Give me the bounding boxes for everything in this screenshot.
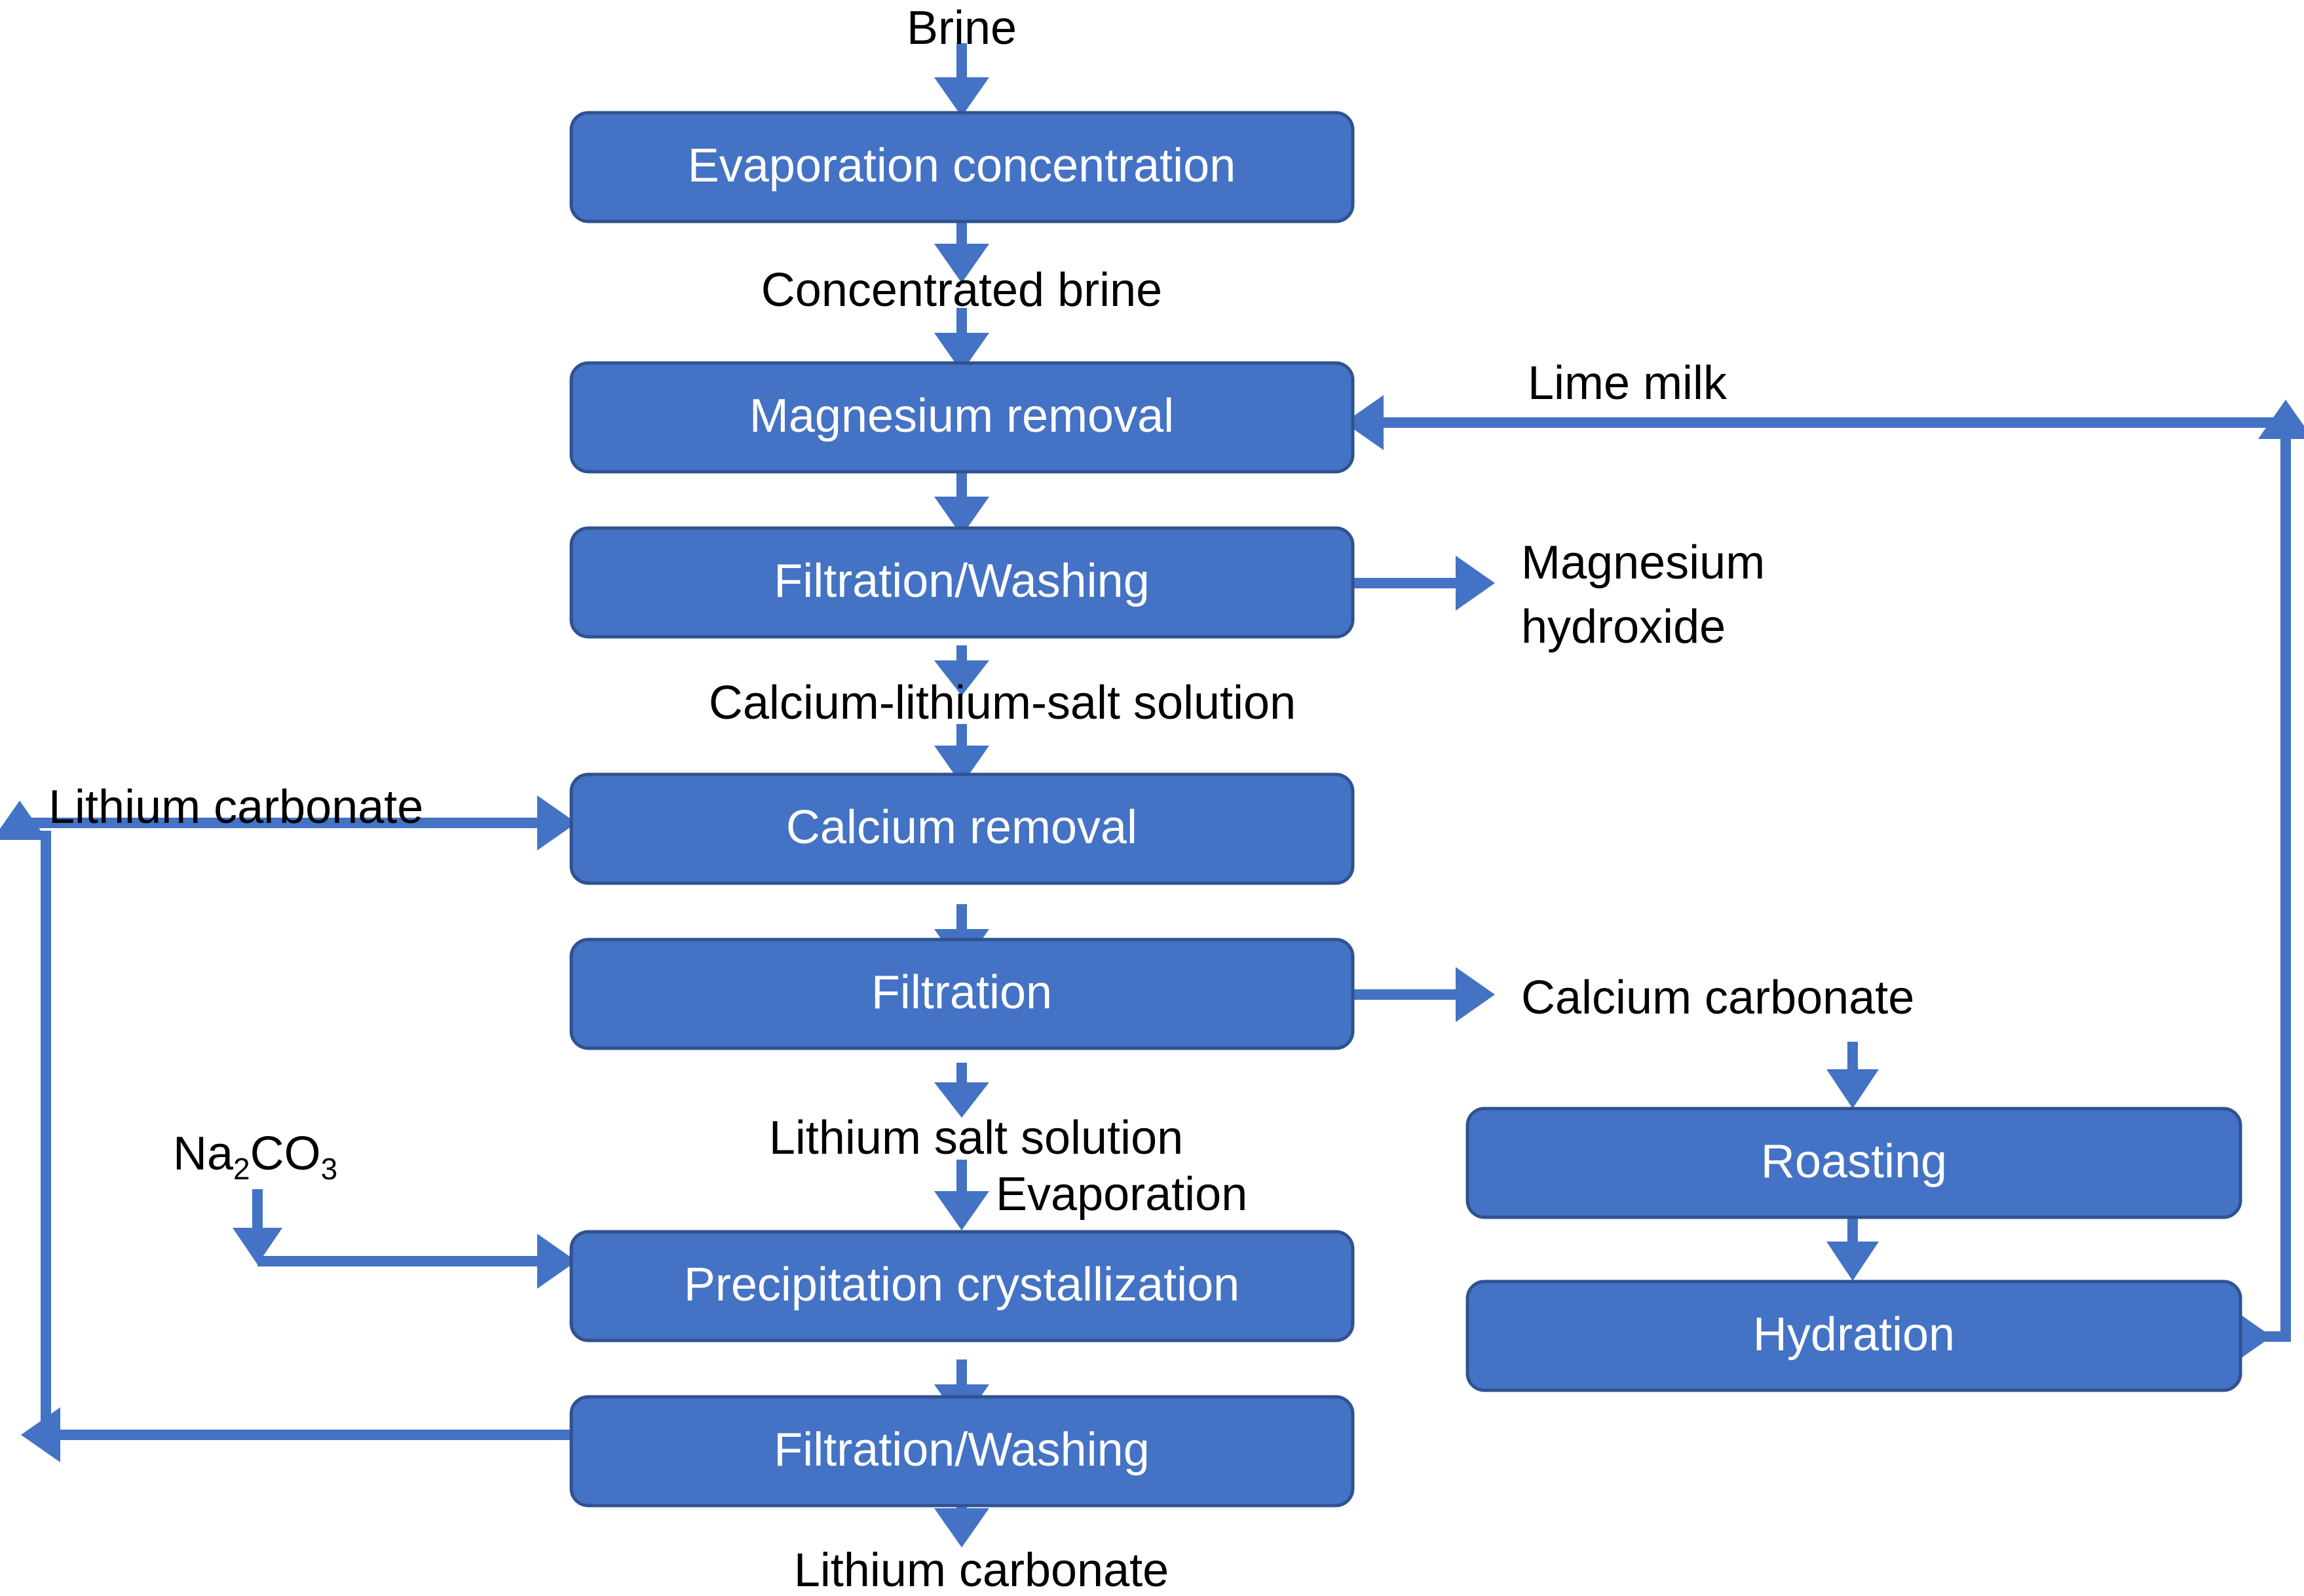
process-box-evaporation-concentration[interactable]: Evaporation concentration: [569, 111, 1355, 223]
box-label-filtration-washing-1: Filtration/Washing: [774, 555, 1150, 607]
stream-label-brine: Brine: [907, 2, 1017, 54]
stream-label-lime-milk: Lime milk: [1528, 357, 1728, 409]
formula-na: Na: [173, 1128, 234, 1180]
box-label-roasting: Roasting: [1761, 1135, 1947, 1188]
connector-brine-to-evaporation: [934, 43, 989, 117]
connector-filtration1-to-magnesium-hydroxide: [1353, 556, 1495, 611]
process-box-filtration[interactable]: Filtration: [569, 938, 1355, 1050]
box-shape-hydration: [1465, 1280, 2242, 1392]
stream-label-lithium-carbonate-product: Lithium carbonate: [794, 1544, 1169, 1596]
formula-sub-3: 3: [321, 1152, 338, 1186]
connector-filtration1-to-calcium-removal: [934, 645, 989, 785]
stream-label-calcium-carbonate: Calcium carbonate: [1521, 972, 1914, 1024]
process-box-magnesium-removal[interactable]: Magnesium removal: [569, 361, 1355, 474]
stream-label-lithium-salt-solution: Lithium salt solution: [769, 1112, 1183, 1164]
svg-text:Na2CO3: Na2CO3: [173, 1128, 337, 1186]
box-label-calcium-removal: Calcium removal: [786, 801, 1137, 854]
process-box-calcium-removal[interactable]: Calcium removal: [569, 772, 1355, 885]
formula-co: CO: [250, 1128, 321, 1180]
connector-filtration-to-precipitation: [934, 1063, 989, 1230]
process-box-filtration-washing-2[interactable]: Filtration/Washing: [569, 1395, 1355, 1508]
box-shape-filtration-washing-2: [569, 1395, 1355, 1508]
connector-filtration2-to-calcium-removal-recycle: [0, 795, 576, 1462]
connector-magnesium-to-filtration1: [934, 472, 989, 536]
process-box-hydration[interactable]: Hydration: [1465, 1280, 2242, 1392]
process-box-precipitation-crystallization[interactable]: Precipitation crystallization: [569, 1230, 1355, 1342]
process-box-filtration-washing-1[interactable]: Filtration/Washing: [569, 526, 1355, 639]
process-box-roasting[interactable]: Roasting: [1465, 1107, 2242, 1219]
connector-evaporation-to-magnesium: [934, 221, 989, 372]
connector-hydration-to-magnesium-removal-lime-milk: [1344, 395, 2304, 1364]
box-shape-filtration-washing-1: [569, 526, 1355, 639]
reagent-label-sodium-carbonate: Na2CO3: [173, 1128, 337, 1186]
box-shape-calcium-removal: [569, 772, 1355, 885]
stream-label-calcium-lithium-salt-solution: Calcium-lithium-salt solution: [709, 677, 1296, 729]
box-label-evaporation-concentration: Evaporation concentration: [688, 140, 1236, 192]
box-shape-filtration: [569, 938, 1355, 1050]
box-label-magnesium-removal: Magnesium removal: [749, 390, 1174, 442]
box-label-filtration-washing-2: Filtration/Washing: [774, 1424, 1150, 1476]
box-shape-roasting: [1465, 1107, 2242, 1219]
stream-label-evaporation: Evaporation: [996, 1168, 1247, 1221]
stream-label-magnesium-hydroxide-line2: hydroxide: [1521, 601, 1726, 653]
stream-label-magnesium-hydroxide-line1: Magnesium: [1521, 537, 1765, 589]
formula-sub-2: 2: [233, 1152, 250, 1186]
box-shape-evaporation-concentration: [569, 111, 1355, 223]
box-label-filtration: Filtration: [871, 966, 1052, 1019]
stream-label-lithium-carbonate-recycle: Lithium carbonate: [48, 781, 423, 833]
connector-filtration-to-calcium-carbonate: [1353, 967, 1495, 1022]
stream-label-concentrated-brine: Concentrated brine: [761, 264, 1162, 316]
box-label-hydration: Hydration: [1753, 1308, 1955, 1361]
connector-sodium-carbonate-to-precipitation: [233, 1189, 576, 1289]
connector-calcium-carbonate-to-roasting: [1826, 1042, 1879, 1109]
connector-roasting-to-hydration: [1826, 1215, 1879, 1281]
box-shape-magnesium-removal: [569, 361, 1355, 474]
box-shape-precipitation-crystallization: [569, 1230, 1355, 1342]
box-label-precipitation-crystallization: Precipitation crystallization: [684, 1259, 1239, 1311]
